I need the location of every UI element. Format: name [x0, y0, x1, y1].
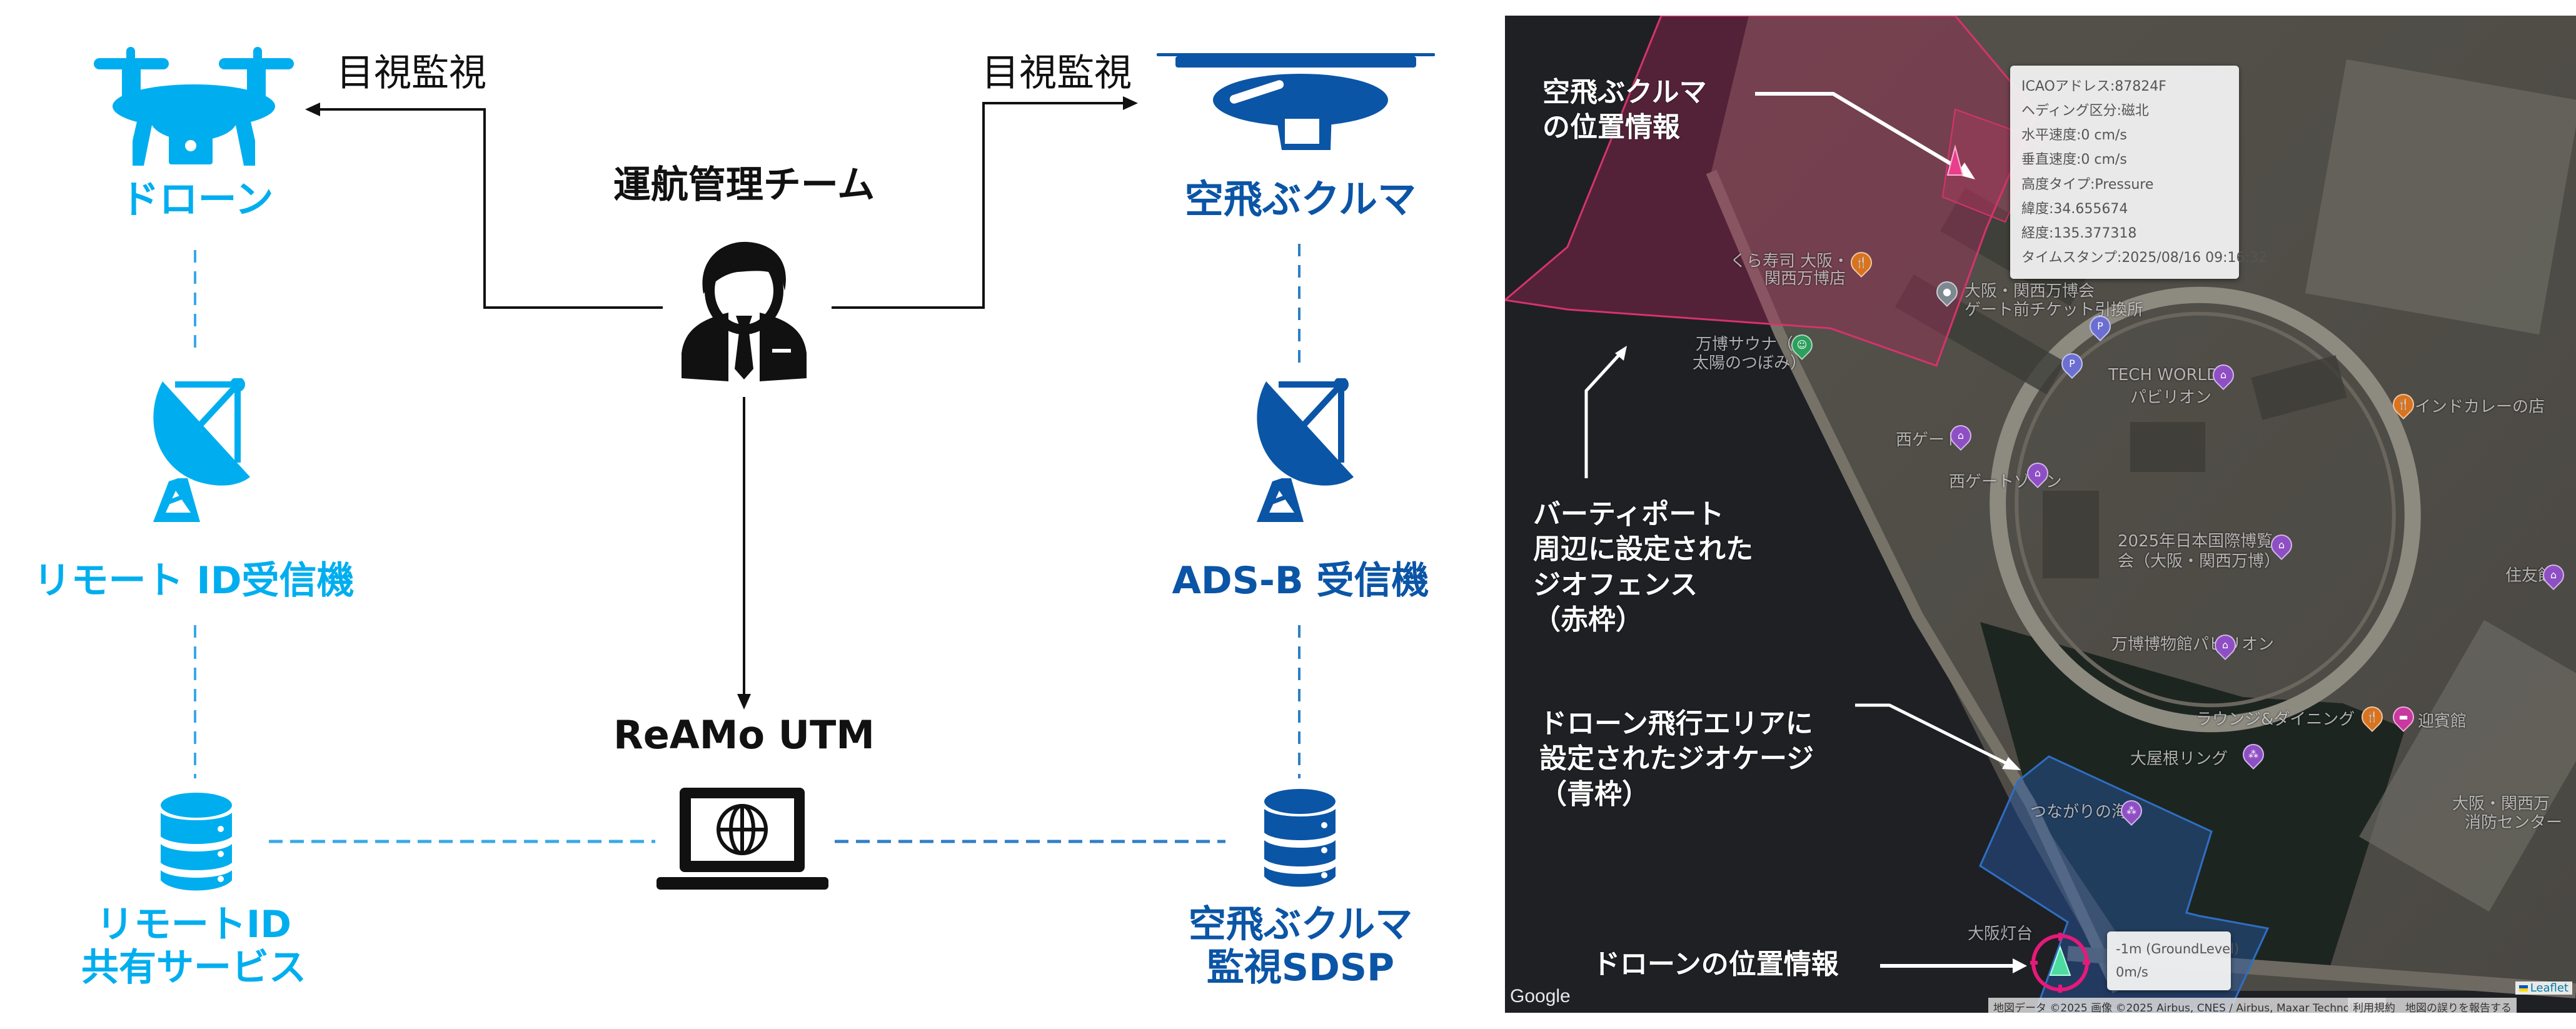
google-logo[interactable]: Google: [1510, 986, 1571, 1006]
drone-position-marker: [2049, 945, 2071, 976]
annotation-geocage: ドローン飛行エリアに 設定されたジオケージ （青枠）: [1539, 706, 1814, 812]
popup-heading: ヘディング区分:磁北: [2021, 103, 2149, 119]
annotation-line: ジオフェンス: [1533, 568, 1698, 601]
report-error-link[interactable]: 地図の誤りを報告する: [2400, 998, 2517, 1013]
arrowhead-utm: [737, 694, 751, 710]
map-attribution: 地図データ ©2025 画像 ©2025 Airbus, CNES / Airb…: [1988, 998, 2387, 1013]
arrowhead-evtol: [1123, 96, 1138, 110]
annotation-line: （赤枠）: [1533, 603, 1643, 636]
visual-monitoring-label-right: 目視監視: [982, 51, 1132, 95]
popup-drone-speed: 0m/s: [2116, 964, 2148, 980]
poi-label: ラウンジ&ダイニング: [2196, 710, 2355, 729]
annotation-line: 空飛ぶクルマ: [1542, 76, 1707, 108]
geofence-polygon: [1505, 16, 2038, 367]
terms-link[interactable]: 利用規約: [2348, 998, 2400, 1013]
poi-label: 万博サウナ（: [1696, 335, 1794, 354]
evtol-sdsp-line2: 監視SDSP: [1206, 946, 1395, 990]
drone-info-popup[interactable]: -1m (GroundLevel) 0m/s: [2107, 931, 2240, 990]
grand-ring: [1990, 286, 2421, 733]
map-view[interactable]: くら寿司 大阪・ 関西万博店 🍴 万博サウナ（ 太陽のつぼみ） ☺ 大阪・関西万…: [1505, 16, 2576, 1013]
evtol-aircraft-icon: [1157, 53, 1435, 150]
leaflet-label: Leaflet: [2530, 981, 2568, 995]
poi-label: 会（大阪・関西万博）: [2118, 552, 2281, 571]
drone-icon: [94, 47, 294, 166]
popup-vertical-speed: 垂直速度:0 cm/s: [2021, 152, 2127, 168]
popup-longitude: 経度:135.377318: [2021, 225, 2137, 241]
drone-label: ドローン: [120, 176, 274, 222]
annotation-line: の位置情報: [1542, 111, 1680, 144]
poi-label: 2025年日本国際博覧: [2118, 532, 2273, 551]
operator-person-icon: [682, 241, 807, 381]
popup-drone-altitude: -1m (GroundLevel): [2116, 941, 2240, 956]
poi-label: パビリオン: [2130, 388, 2212, 407]
annotation-line: ドローン飛行エリアに: [1539, 708, 1813, 740]
arrow-geofence-annotation: [1584, 352, 1622, 478]
poi-label: くら寿司 大阪・: [1730, 252, 1849, 271]
diagram-connectors: [194, 96, 1301, 843]
utm-label: ReAMo UTM: [613, 712, 875, 758]
arrowhead-drone: [305, 103, 320, 116]
popup-timestamp: タイムスタンプ:2025/08/16 09:16:32: [2021, 250, 2267, 266]
poi-label: つながりの海: [2030, 803, 2128, 821]
remote-id-service-line1: リモートID: [96, 903, 292, 946]
adsb-receiver-dish-icon: [1257, 378, 1354, 522]
annotation-line: 周辺に設定された: [1533, 533, 1753, 566]
arrow-evtol-annotation: [1755, 92, 1966, 174]
evtol-sdsp-label: 空飛ぶクルマ 監視SDSP: [1144, 903, 1457, 990]
utm-laptop-icon: [657, 788, 828, 890]
evtol-label: 空飛ぶクルマ: [1184, 176, 1417, 222]
visual-monitoring-label-left: 目視監視: [336, 51, 486, 95]
leaflet-link[interactable]: Leaflet: [2515, 981, 2572, 995]
evtol-sdsp-line1: 空飛ぶクルマ: [1188, 903, 1413, 946]
poi-label: ゲート前チケット引換所: [1965, 301, 2144, 319]
poi-label: 大屋根リング: [2130, 750, 2228, 768]
evtol-position-marker: [1946, 144, 1964, 176]
poi-label: 消防センター: [2465, 813, 2563, 832]
operations-team-label: 運航管理チーム: [613, 163, 875, 207]
annotation-geofence: バーティポート 周辺に設定された ジオフェンス （赤枠）: [1533, 497, 1753, 638]
poi-label: 関西万博店: [1764, 269, 1846, 288]
evtol-info-popup[interactable]: ICAOアドレス:87824F ヘディング区分:磁北 水平速度:0 cm/s 垂…: [2010, 66, 2267, 279]
popup-altitude-type: 高度タイプ:Pressure: [2021, 176, 2154, 193]
remote-id-service-line2: 共有サービス: [81, 946, 306, 990]
arrow-operator-to-drone: [316, 108, 663, 309]
evtol-sdsp-database-icon: [1264, 789, 1336, 887]
remote-id-service-database-icon: [161, 793, 232, 891]
poi-label: 大阪灯台: [1968, 925, 2033, 943]
poi-label: TECH WORLD: [2108, 366, 2220, 384]
remote-id-service-label: リモートID 共有サービス: [44, 903, 344, 990]
annotation-drone-position: ドローンの位置情報: [1592, 948, 1839, 980]
annotation-evtol-position: 空飛ぶクルマ の位置情報: [1542, 75, 1707, 146]
globe-icon: [717, 804, 768, 855]
poi-label: インドカレーの店: [2415, 398, 2545, 416]
ukraine-flag-icon: [2518, 985, 2528, 991]
annotation-line: 設定されたジオケージ: [1539, 743, 1814, 775]
poi-label: 大阪・関西万博会: [1965, 282, 2095, 301]
poi-label: 迎賓館: [2418, 712, 2467, 731]
annotation-line: （青枠）: [1539, 778, 1649, 810]
remote-id-receiver-label: リモート ID受信機: [33, 559, 355, 603]
poi-label: 太陽のつぼみ）: [1693, 354, 1807, 373]
adsb-receiver-label: ADS-B 受信機: [1172, 559, 1429, 603]
popup-latitude: 緯度:34.655674: [2021, 201, 2128, 217]
poi-label: 大阪・関西万: [2452, 795, 2550, 813]
poi-label: 万博博物館パビリオン: [2111, 635, 2275, 654]
popup-icao: ICAOアドレス:87824F: [2021, 79, 2166, 94]
arrow-operator-to-evtol: [832, 102, 1125, 309]
annotation-line: バーティポート: [1533, 498, 1724, 530]
arrow-geocage-annotation: [1855, 703, 2013, 768]
remote-id-receiver-dish-icon: [153, 378, 250, 522]
popup-horizontal-speed: 水平速度:0 cm/s: [2021, 128, 2127, 144]
